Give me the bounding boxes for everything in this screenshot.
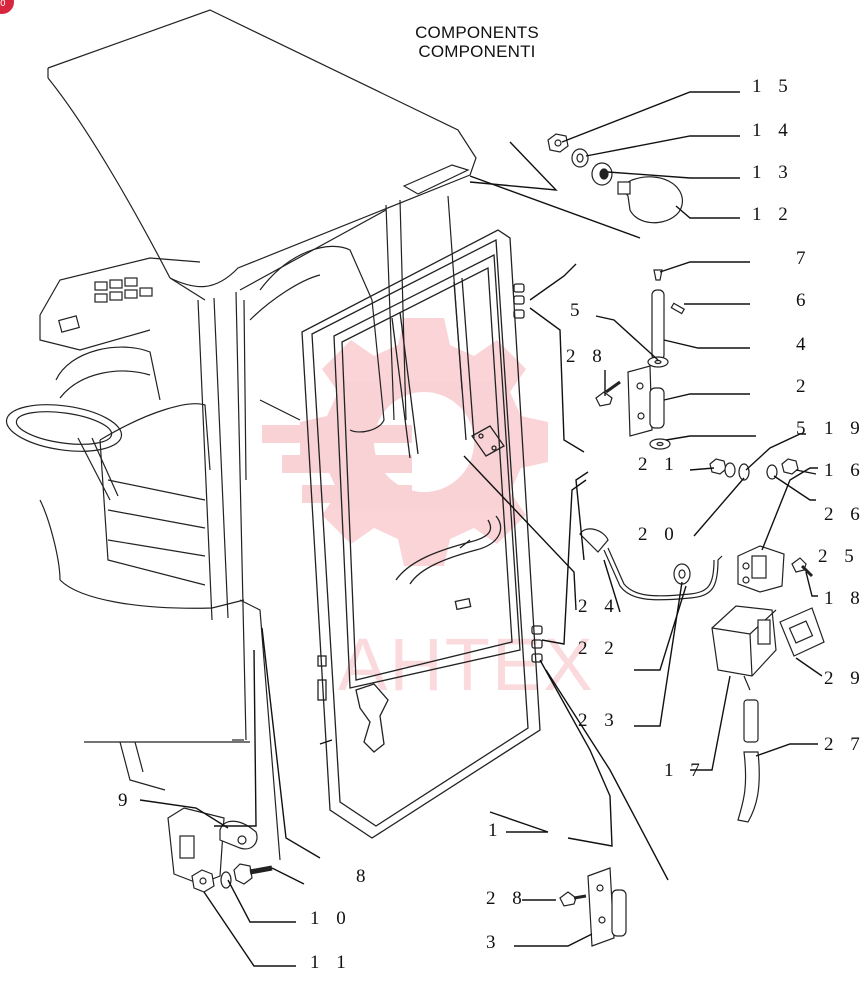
part-washer-19: [738, 463, 750, 481]
door-assembly: [301, 229, 543, 839]
callout-28-upper: 2 8: [566, 346, 608, 367]
callout-12: 1 2: [752, 204, 794, 225]
parts: [167, 133, 825, 947]
callout-3: 3: [486, 932, 502, 953]
callout-6: 6: [796, 290, 812, 311]
part-nut-26: [781, 458, 799, 475]
callout-4: 4: [796, 334, 812, 355]
callout-2: 2: [796, 376, 812, 397]
callout-1: 1: [488, 820, 504, 841]
part-knob-24: [579, 528, 609, 553]
callout-17: 1 7: [664, 760, 706, 781]
callout-20: 2 0: [638, 524, 680, 545]
part-hinge-3: [587, 867, 615, 947]
callout-14: 1 4: [752, 120, 794, 141]
part-striker-9: [219, 820, 258, 850]
part-washer-10: [220, 871, 232, 889]
watermark-text: AHTEX: [338, 623, 595, 706]
callout-23: 2 3: [578, 710, 620, 731]
part-bracket-9: [167, 807, 225, 885]
callout-9: 9: [118, 790, 134, 811]
callout-26: 2 6: [824, 504, 864, 525]
part-screw-28b: [559, 891, 577, 907]
leader-lines: [139, 91, 823, 967]
callout-5-upper: 5: [570, 300, 586, 321]
part-washer-20: [724, 462, 736, 478]
callout-16: 1 6: [824, 460, 864, 481]
callout-19: 1 9: [824, 418, 864, 439]
callout-labels: 1 5 1 4 1 3 1 2 7 6 5 4 2 8 2 5 1 9 1 6 …: [118, 76, 864, 973]
callout-27: 2 7: [824, 734, 864, 755]
part-screw-28a: [595, 391, 613, 407]
callout-13: 1 3: [752, 162, 794, 183]
callout-25: 2 5: [818, 546, 860, 567]
callout-28-lower: 2 8: [486, 888, 528, 909]
callout-18: 1 8: [824, 588, 864, 609]
callout-10: 1 0: [310, 908, 352, 929]
callout-15: 1 5: [752, 76, 794, 97]
callout-7: 7: [796, 248, 812, 269]
cab-body: [5, 9, 477, 861]
part-grease-nipple-7: [653, 269, 663, 281]
page-subtitle: COMPONENTI: [418, 42, 536, 61]
callout-24: 2 4: [578, 596, 620, 617]
part-hinge-2: [627, 365, 653, 437]
part-bumper-12: [619, 176, 683, 224]
page-title: COMPONENTS: [415, 23, 539, 42]
callout-29: 2 9: [824, 668, 864, 689]
callout-8: 8: [356, 866, 372, 887]
part-hose-27b: [737, 751, 760, 823]
part-nut-21: [709, 458, 727, 475]
part-hose-27a: [743, 699, 759, 743]
corner-badge-glyph: 0: [0, 0, 6, 9]
part-hinge-pin-4: [651, 289, 665, 361]
callout-21: 2 1: [638, 454, 680, 475]
part-pin-6: [670, 302, 686, 315]
callout-11: 1 1: [310, 952, 352, 973]
callout-5-lower: 5: [796, 418, 812, 439]
callout-22: 2 2: [578, 638, 620, 659]
